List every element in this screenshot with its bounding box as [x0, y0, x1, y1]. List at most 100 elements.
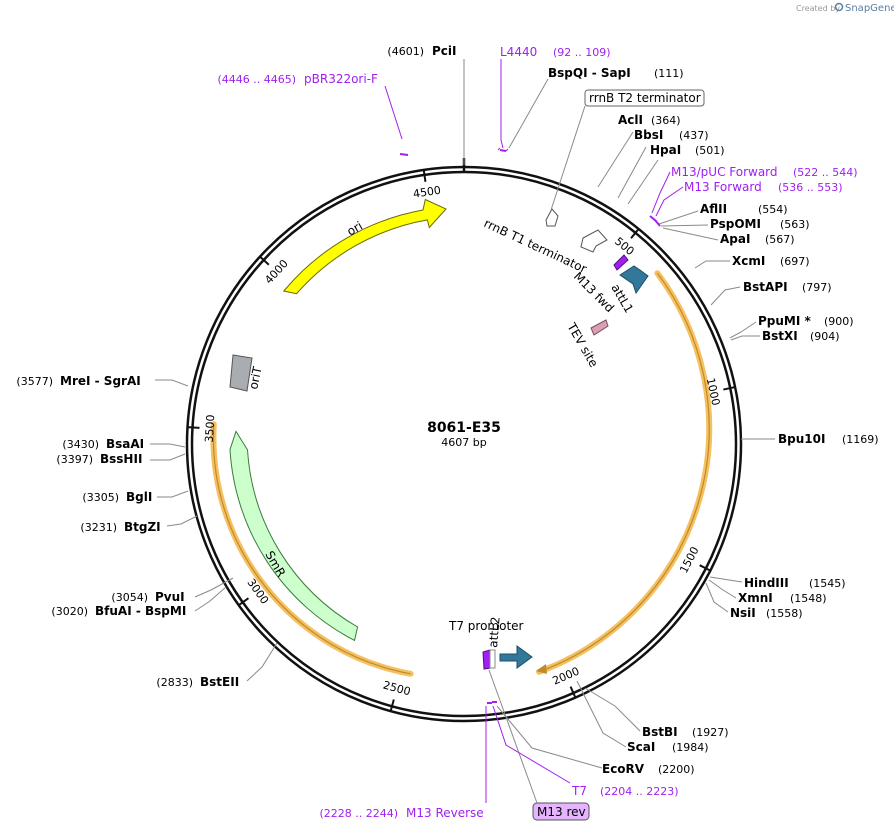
site-bpu10i-name: Bpu10I [778, 432, 825, 446]
site-bsaai-name: BsaAI [106, 437, 144, 451]
site-pspomi-pos: (563) [780, 218, 810, 231]
snapgene-logo-icon [834, 2, 844, 12]
site-scai-name: ScaI [627, 740, 655, 754]
credit-text: Created by [796, 4, 840, 13]
primer-l4440-name: L4440 [500, 45, 537, 59]
site-labels: (4601) PciI BspQI - SapI (111) AclI (364… [16, 44, 878, 776]
primer-markers [399, 147, 661, 704]
site-bsteii-pos: (2833) [156, 676, 193, 689]
site-pvui-name: PvuI [155, 590, 185, 604]
orf-line-right [538, 272, 710, 673]
attl1-feature[interactable] [619, 265, 649, 295]
site-hpai-pos: (501) [695, 144, 725, 157]
site-leaders [150, 59, 775, 769]
site-xmni-name: XmnI [738, 591, 773, 605]
tev-site-feature[interactable] [590, 319, 609, 336]
site-mrei-name: MreI - SgrAI [60, 374, 141, 388]
m13-rev-label: M13 rev [537, 805, 586, 819]
primer-t7-name: T7 [571, 784, 587, 798]
orit-label: oriT [246, 365, 265, 391]
tick-label: 2500 [382, 678, 412, 698]
site-pspomi-name: PspOMI [710, 217, 761, 231]
site-aflii-pos: (554) [758, 203, 788, 216]
site-bgli-pos: (3305) [82, 491, 119, 504]
site-acli-name: AclI [618, 113, 643, 127]
site-hpai-name: HpaI [650, 143, 681, 157]
rrnb-t2-label-box [584, 89, 705, 107]
attl2-label: attL2 [486, 616, 503, 648]
primer-m13rev-pos: (2228 .. 2244) [319, 807, 398, 820]
tick-mark [630, 228, 640, 239]
site-bsaai-pos: (3430) [62, 438, 99, 451]
smr-feature[interactable] [229, 430, 359, 642]
t7-promoter-label: T7 promoter [448, 619, 524, 633]
site-xcmi-pos: (697) [780, 255, 810, 268]
orit-feature[interactable] [229, 354, 253, 392]
m13-rev-leader [488, 669, 538, 804]
site-xcmi-name: XcmI [732, 254, 765, 268]
ori-label: ori [345, 219, 366, 239]
attl2-feature[interactable] [499, 645, 533, 669]
m13-fwd-label: M13 fwd [571, 269, 617, 315]
site-bstapi-name: BstAPI [743, 280, 788, 294]
site-bbsi-pos: (437) [679, 129, 709, 142]
primer-m13rev-name: M13 Reverse [406, 806, 484, 820]
tick-label: 500 [612, 235, 636, 258]
m13-rev-feature[interactable] [489, 649, 496, 669]
site-bstxi-pos: (904) [810, 330, 840, 343]
site-nsii-name: NsiI [730, 606, 756, 620]
site-ecorv-name: EcoRV [602, 762, 645, 776]
site-bbsi-name: BbsI [634, 128, 663, 142]
tick-mark [238, 597, 250, 606]
ori-feature[interactable] [282, 198, 447, 295]
site-btgzi-pos: (3231) [80, 521, 117, 534]
tick-mark [187, 426, 200, 429]
site-bstapi-pos: (797) [802, 281, 832, 294]
site-pvui-pos: (3054) [111, 591, 148, 604]
tick-mark [422, 169, 427, 182]
rrnb-t2-label: rrnB T2 terminator [589, 91, 701, 105]
site-bspqi-sapi-name: BspQI - SapI [548, 66, 631, 80]
tick-label: 1000 [704, 377, 722, 407]
site-ecorv-pos: (2200) [658, 763, 695, 776]
plasmid-name: 8061-E35 [427, 420, 501, 436]
site-bgli-name: BglI [126, 490, 152, 504]
tick-mark [723, 386, 736, 391]
tick-label: 4500 [412, 184, 442, 201]
orf-line-left [212, 424, 411, 675]
site-btgzi-name: BtgZI [124, 520, 161, 534]
site-bfuai-name: BfuAI - BspMI [95, 604, 186, 618]
primer-m13puc-pos: (522 .. 544) [793, 166, 858, 179]
site-bstbi-name: BstBI [642, 725, 678, 739]
m13-rev-label-box [532, 802, 590, 821]
site-hindiii-pos: (1545) [809, 577, 846, 590]
rrnb-t1-label: rrnB T1 terminator [482, 216, 589, 276]
rrnb-t2-feature[interactable] [545, 208, 559, 227]
m13-fwd-feature[interactable] [613, 254, 629, 271]
site-bsteii-name: BstEII [200, 675, 239, 689]
site-mrei-pos: (3577) [16, 375, 53, 388]
orf-arrowhead-right [536, 664, 547, 674]
site-nsii-pos: (1558) [766, 607, 803, 620]
site-bpu10i-pos: (1169) [842, 433, 879, 446]
tick-mark [699, 564, 711, 572]
site-bfuai-pos: (3020) [51, 605, 88, 618]
site-bstxi-name: BstXI [762, 329, 798, 343]
primer-pbr322-name: pBR322ori-F [304, 72, 378, 86]
tick-mark [389, 699, 395, 712]
primer-m13puc-name: M13/pUC Forward [671, 165, 778, 179]
rrnb-t2-leader [550, 105, 586, 211]
site-ppumi-name: PpuMI * [758, 314, 812, 328]
rrnb-t1-feature[interactable] [580, 229, 608, 253]
site-apai-pos: (567) [765, 233, 795, 246]
site-pcii-pos: (4601) [387, 45, 424, 58]
tick-mark [569, 686, 577, 699]
primer-leaders [384, 59, 684, 803]
primer-t7-pos: (2204 .. 2223) [600, 785, 679, 798]
site-bspqi-sapi-pos: (111) [654, 67, 684, 80]
site-hindiii-name: HindIII [744, 576, 789, 590]
site-ppumi-pos: (900) [824, 315, 854, 328]
primer-labels: L4440 (92 .. 109) (4446 .. 4465) pBR322o… [217, 45, 857, 820]
site-aflii-name: AflII [700, 202, 727, 216]
site-xmni-pos: (1548) [790, 592, 827, 605]
